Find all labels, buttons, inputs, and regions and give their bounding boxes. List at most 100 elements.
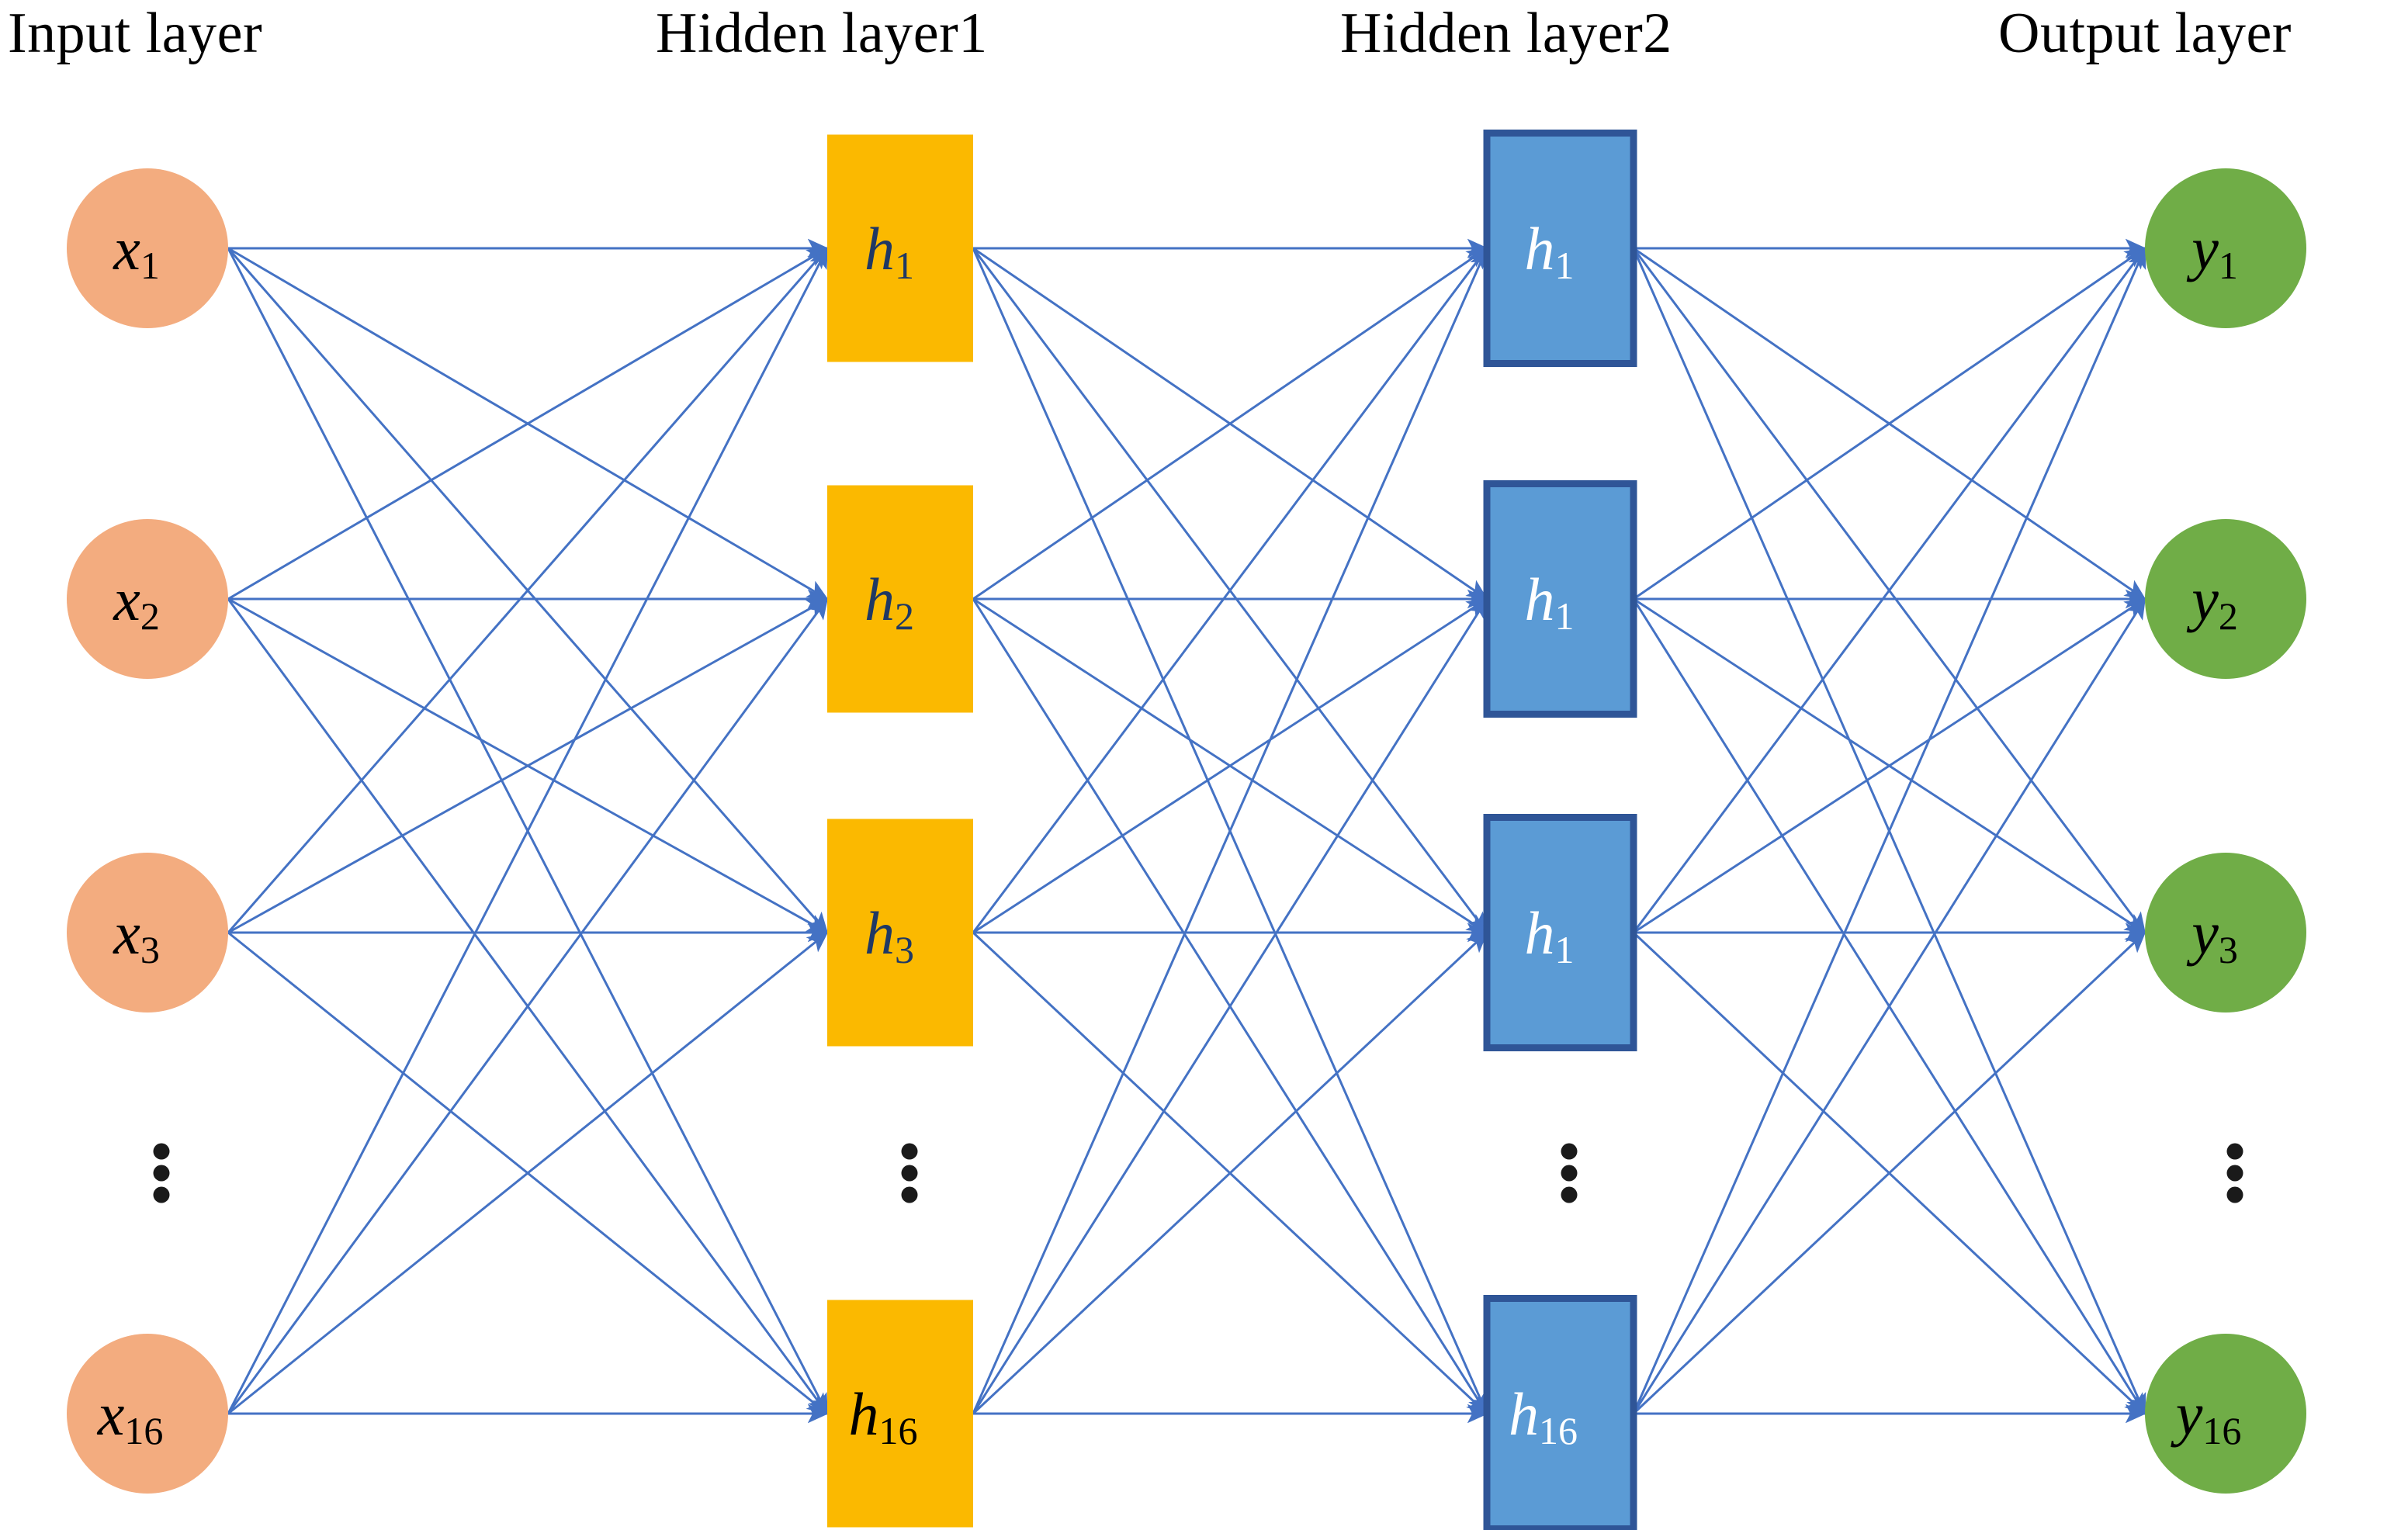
node-label: h1: [1525, 215, 1575, 288]
node-label-base: x: [113, 899, 140, 967]
ellipsis-dot: [901, 1165, 918, 1182]
node-label-subscript: 3: [2219, 928, 2238, 971]
node-label-subscript: 16: [124, 1409, 163, 1452]
node-label-subscript: 16: [879, 1409, 918, 1452]
node-label-subscript: 1: [140, 244, 160, 287]
node-label-subscript: 16: [2202, 1409, 2241, 1452]
node-label-subscript: 2: [895, 594, 914, 638]
node-input-layer-x16[interactable]: x16: [67, 1334, 228, 1494]
node-hidden-layer-2-h1[interactable]: h1: [1483, 480, 1637, 718]
connection-edge: [227, 597, 829, 1414]
column-header-output-layer: Output layer: [1998, 2, 2292, 65]
node-label-base: y: [2186, 899, 2219, 967]
vertical-ellipsis-output-layer: [2226, 1143, 2243, 1203]
node-label: x3: [113, 899, 160, 972]
vertical-ellipsis-hidden-layer-2: [1561, 1143, 1578, 1203]
node-label-base: h: [1509, 1380, 1539, 1448]
node-label-base: h: [1525, 899, 1555, 967]
node-hidden-layer-1-h1[interactable]: h1: [827, 134, 973, 362]
connection-edge: [227, 247, 829, 1414]
ellipsis-dot: [1561, 1143, 1578, 1160]
node-shape-rect: [1483, 814, 1637, 1051]
ellipsis-dot: [2226, 1165, 2243, 1182]
node-shape-circle: [67, 1334, 228, 1494]
node-label-base: h: [1525, 215, 1555, 282]
connection-edge: [972, 931, 1488, 1415]
node-label: y3: [2186, 899, 2238, 972]
ellipsis-dot: [901, 1186, 918, 1203]
node-label-subscript: 1: [1555, 928, 1575, 971]
node-output-layer-y2[interactable]: y2: [2145, 519, 2306, 679]
layer-ellipses: [153, 1143, 2243, 1203]
node-label-subscript: 16: [1539, 1409, 1578, 1452]
node-label: h1: [1525, 566, 1575, 639]
node-input-layer-x2[interactable]: x2: [67, 519, 228, 679]
node-label-base: y: [2186, 566, 2219, 633]
node-label-base: h: [1525, 566, 1555, 633]
connection-edge: [972, 597, 1488, 934]
node-hidden-layer-2-h1[interactable]: h1: [1483, 814, 1637, 1051]
node-hidden-layer-1-h3[interactable]: h3: [827, 819, 973, 1047]
node-shape-rect: [1483, 480, 1637, 718]
connection-edge: [972, 597, 1488, 1414]
node-shape-circle: [2145, 1334, 2306, 1494]
connection-edge: [972, 247, 1488, 601]
node-input-layer-x3[interactable]: x3: [67, 853, 228, 1012]
node-shape-circle: [67, 519, 228, 679]
node-output-layer-y3[interactable]: y3: [2145, 853, 2306, 1012]
node-label-base: x: [113, 566, 140, 633]
column-header-hidden-layer-2: Hidden layer2: [1340, 2, 1672, 65]
ellipsis-dot: [901, 1143, 918, 1160]
node-label-base: x: [97, 1380, 125, 1448]
node-label-subscript: 1: [895, 244, 914, 287]
node-label: h16: [849, 1380, 918, 1453]
node-label-subscript: 1: [2219, 244, 2238, 287]
node-label-base: h: [864, 215, 895, 282]
ellipsis-dot: [153, 1165, 170, 1182]
connection-edge: [1632, 931, 2146, 1415]
connection-edge: [227, 931, 829, 1415]
node-label: h2: [864, 566, 914, 639]
node-hidden-layer-1-h2[interactable]: h2: [827, 485, 973, 713]
node-label-subscript: 2: [140, 594, 160, 638]
connection-edge: [1632, 247, 2146, 1414]
node-shape-circle: [2145, 168, 2306, 328]
node-shape-circle: [67, 853, 228, 1012]
node-label: x2: [113, 566, 160, 639]
node-hidden-layer-1-h16[interactable]: h16: [827, 1300, 973, 1528]
ellipsis-dot: [2226, 1186, 2243, 1203]
connection-edges: [227, 238, 2146, 1424]
node-hidden-layer-2-h1[interactable]: h1: [1483, 130, 1637, 367]
node-shape-circle: [2145, 853, 2306, 1012]
node-label: y16: [2171, 1380, 2242, 1453]
node-output-layer-y1[interactable]: y1: [2145, 168, 2306, 328]
node-shape-rect: [1483, 1295, 1637, 1530]
node-output-layer-y16[interactable]: y16: [2145, 1334, 2306, 1494]
node-label-subscript: 1: [1555, 594, 1575, 638]
node-label-subscript: 3: [140, 928, 160, 971]
node-label-subscript: 1: [1555, 244, 1575, 287]
connection-edge: [972, 247, 1488, 933]
node-shape-rect: [1483, 130, 1637, 367]
ellipsis-dot: [1561, 1186, 1578, 1203]
node-label: h3: [864, 899, 914, 972]
node-hidden-layer-2-h16[interactable]: h16: [1483, 1295, 1637, 1530]
node-label-subscript: 2: [2219, 594, 2238, 638]
vertical-ellipsis-hidden-layer-1: [901, 1143, 918, 1203]
node-label-base: h: [849, 1380, 879, 1448]
node-shape-rect: [827, 1300, 973, 1528]
node-shape-rect: [827, 134, 973, 362]
connection-edge: [227, 597, 829, 934]
vertical-ellipsis-input-layer: [153, 1143, 170, 1203]
node-shape-rect: [827, 485, 973, 713]
connection-edge: [1632, 247, 2146, 933]
ellipsis-dot: [153, 1143, 170, 1160]
connection-edge: [972, 247, 1488, 1414]
node-label: x16: [97, 1380, 164, 1453]
connection-edge: [1633, 597, 2146, 934]
ellipsis-dot: [2226, 1143, 2243, 1160]
node-label-base: h: [864, 566, 895, 633]
node-input-layer-x1[interactable]: x1: [67, 168, 228, 328]
